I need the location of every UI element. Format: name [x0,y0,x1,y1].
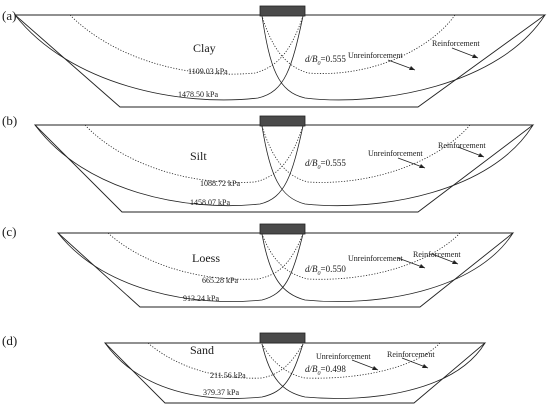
footing [259,5,306,17]
panel-a: (a) Clay 1109.03 kPa 1478.50 kPa d/B0=0.… [2,5,547,108]
unreinforced-capacity-label: 1088.72 kPa [200,179,240,188]
reinforcement-label: Reinforcement [432,39,480,48]
reinforced-capacity-label: 1458.07 kPa [190,198,230,207]
arrowhead [478,153,484,157]
arrowhead [409,66,415,70]
panel-label: (c) [2,224,16,239]
reinforced-failure-surface-right [261,124,534,207]
panel-c: (c) Loess 665.28 kPa 913.24 kPa d/B0=0.5… [2,223,515,308]
unreinforced-capacity-label: 211.56 kPa [210,371,246,380]
unreinforced-capacity-label: 1109.03 kPa [188,67,228,76]
depth-ratio-label: d/B0=0.550 [305,264,346,277]
arrowhead [452,260,458,264]
arrowhead [472,54,478,58]
soil-domain-outline [56,232,515,308]
unreinforcement-label: Unreinforcement [348,51,403,60]
unreinforcement-label: Unreinforcement [316,352,371,361]
unreinforced-failure-surface-right [261,124,471,183]
unreinforcement-label: Unreinforcement [348,254,403,263]
unreinforced-failure-surface-left [84,124,304,183]
reinforced-capacity-label: 379.37 kPa [203,388,239,397]
reinforced-failure-surface-left [57,232,304,302]
reinforcement-label: Reinforcement [413,250,461,259]
panel-label: (d) [2,333,17,348]
reinforced-failure-surface-right [261,232,514,302]
soil-domain-outline [103,342,487,404]
unreinforced-failure-surface-right [261,342,441,379]
depth-ratio-label: d/B0=0.555 [305,54,346,67]
reinforcement-label: Reinforcement [387,350,435,359]
panel-label: (b) [2,113,17,128]
soil-domain-outline [33,124,535,213]
reinforcement-label: Reinforcement [438,141,486,150]
arrowhead [419,164,425,168]
reinforced-failure-surface-left [14,14,304,101]
reinforced-failure-surface-left [104,342,304,399]
arrowhead [422,364,428,368]
arrowhead [419,264,425,268]
panel-label: (a) [2,8,16,23]
soil-type-label: Loess [192,251,220,265]
footing [259,223,306,235]
panel-d: (d) Sand 211.56 kPa 379.37 kPa d/B0=0.49… [2,332,487,404]
footing [259,332,306,344]
unreinforced-failure-surface-left [107,232,304,280]
soil-type-label: Sand [190,343,214,357]
depth-ratio-label: d/B0=0.555 [305,158,346,171]
reinforced-failure-surface-left [34,124,304,207]
soil-type-label: Clay [193,41,216,55]
reinforced-failure-surface-right [261,342,486,399]
reinforced-capacity-label: 913.24 kPa [183,294,219,303]
arrowhead [372,366,378,370]
reinforced-capacity-label: 1478.50 kPa [178,90,218,99]
soil-domain-outline [13,14,547,108]
panel-b: (b) Silt 1088.72 kPa 1458.07 kPa d/B0=0.… [2,113,535,213]
depth-ratio-label: d/B0=0.498 [305,364,346,377]
unreinforced-capacity-label: 665.28 kPa [202,276,238,285]
soil-type-label: Silt [190,149,207,163]
unreinforced-failure-surface-left [69,14,304,75]
unreinforced-failure-surface-right [261,232,461,280]
footing [259,115,306,127]
unreinforcement-label: Unreinforcement [368,149,423,158]
